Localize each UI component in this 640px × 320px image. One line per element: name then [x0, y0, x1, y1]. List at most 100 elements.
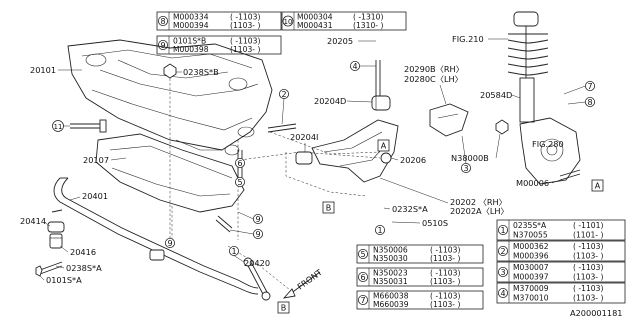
table-3: 3 M030007 ( -1103) M000397 (1103- )	[496, 261, 626, 283]
table-6-number: 6	[360, 273, 365, 282]
ref-box-a-2: A	[591, 179, 604, 192]
bracket-20290	[429, 103, 469, 137]
callout-9-left: 9	[164, 237, 175, 248]
table-1-number: 1	[500, 226, 505, 235]
table-1: 1 0235S*A ( -1101) N370055 (1101- )	[496, 219, 626, 241]
table-2-number: 2	[500, 247, 505, 256]
callout-11: 11	[52, 120, 70, 132]
table-3-part-2: M000397	[513, 273, 549, 282]
callout-9-lower: 9	[229, 228, 263, 239]
label-20206: 20206	[400, 155, 426, 165]
svg-text:1: 1	[231, 247, 236, 256]
label-0238sb: 0238S*B	[183, 67, 219, 77]
label-0510s: 0510S	[422, 218, 448, 228]
table-8-range-1: ( -1103)	[230, 13, 260, 22]
table-5-range-1: ( -1103)	[430, 246, 460, 255]
svg-text:5: 5	[237, 178, 242, 187]
label-fig210: FIG.210	[452, 34, 484, 44]
bolts	[35, 60, 581, 277]
table-8: 8 M000334 ( -1103) M000394 (1103- )	[156, 11, 282, 31]
label-fig280: FIG.280	[532, 139, 564, 149]
callout-3: 3	[460, 135, 471, 173]
table-4-range-1: ( -1103)	[573, 284, 603, 293]
table-10: 10 M000304 ( -1310) M000431 (1310- )	[281, 11, 407, 31]
table-4-number: 4	[500, 289, 505, 298]
table-6-part-1: N350023	[373, 269, 408, 278]
callout-9-upper: 9	[237, 211, 263, 224]
table-2-range-1: ( -1103)	[573, 242, 603, 251]
svg-text:6: 6	[237, 159, 242, 168]
table-5: 5 N350006 ( -1103) N350030 (1103- )	[356, 244, 484, 264]
bushing-20204i	[295, 151, 313, 165]
callout-7: 7	[563, 81, 596, 95]
table-6-range-1: ( -1103)	[430, 269, 460, 278]
label-0101sa: 0101S*A	[46, 275, 82, 285]
table-7-part-2: M660039	[373, 300, 409, 309]
svg-text:A: A	[595, 182, 601, 191]
footer-code: A200001181	[570, 308, 622, 318]
svg-text:3: 3	[463, 164, 468, 173]
label-0232sa: 0232S*A	[392, 204, 428, 214]
table-9-number: 9	[160, 41, 165, 50]
table-10-range-1: ( -1310)	[353, 13, 383, 22]
table-5-number: 5	[360, 250, 365, 259]
table-3-number: 3	[500, 268, 505, 277]
table-10-number: 10	[284, 18, 293, 26]
label-20280c: 20280C〈LH〉	[404, 74, 463, 84]
callouts: 11 2 4 5 6 9 9	[52, 61, 596, 263]
table-3-part-1: M030007	[513, 263, 549, 272]
table-3-range-1: ( -1103)	[573, 263, 603, 272]
svg-text:8: 8	[587, 98, 592, 107]
bushing-20204d	[371, 95, 391, 111]
table-4-part-1: M370009	[513, 284, 549, 293]
table-4-part-2: M370010	[513, 294, 549, 303]
table-5-part-1: N350006	[373, 246, 408, 255]
crossmember-20101	[67, 39, 273, 156]
knuckle-assembly	[495, 117, 581, 185]
table-6-part-2: N350031	[373, 277, 408, 286]
table-7-range-1: ( -1103)	[430, 292, 460, 301]
table-4-range-2: (1103- )	[573, 294, 603, 303]
table-9-part-2: M000398	[173, 45, 209, 54]
table-8-part-1: M000334	[173, 13, 209, 22]
label-20101: 20101	[30, 65, 56, 75]
table-9-range-2: (1103- )	[230, 45, 260, 54]
table-1-range-2: (1101- )	[573, 231, 603, 240]
label-20290b: 20290B〈RH〉	[404, 64, 464, 74]
table-3-range-2: (1103- )	[573, 273, 603, 282]
table-8-part-2: M000394	[173, 21, 209, 30]
table-2: 2 M000362 ( -1103) M000396 (1103- )	[496, 240, 626, 262]
strut-assembly	[507, 11, 549, 123]
svg-text:B: B	[281, 304, 287, 313]
assembly-guides	[169, 74, 381, 291]
label-20584d: 20584D	[480, 90, 512, 100]
svg-text:9: 9	[255, 215, 260, 224]
table-5-part-2: N350030	[373, 254, 408, 263]
svg-text:4: 4	[352, 62, 357, 71]
table-7-range-2: (1103- )	[430, 300, 460, 309]
callout-5: 5	[234, 176, 245, 187]
svg-text:A: A	[381, 142, 387, 151]
table-1-range-1: ( -1101)	[573, 221, 603, 230]
label-20107: 20107	[83, 155, 109, 165]
front-label: FRONT	[295, 267, 324, 292]
ref-box-a-1: A	[377, 139, 390, 152]
support-plate-20107	[95, 133, 245, 213]
svg-text:7: 7	[587, 82, 592, 91]
label-20202: 20202 〈RH〉	[450, 197, 507, 207]
svg-text:9: 9	[167, 239, 172, 248]
svg-text:2: 2	[281, 90, 286, 99]
table-10-part-1: M000304	[297, 13, 333, 22]
svg-text:B: B	[326, 204, 332, 213]
callout-4: 4	[349, 61, 376, 72]
label-n38000b: N38000B	[451, 153, 489, 163]
label-20401: 20401	[82, 191, 108, 201]
stabilizer-bar-20401	[49, 177, 259, 295]
label-m00006: M00006	[516, 178, 549, 188]
table-10-range-2: (1310- )	[353, 21, 383, 30]
svg-text:1: 1	[377, 226, 382, 235]
table-2-part-2: M000396	[513, 252, 549, 261]
table-7-number: 7	[360, 296, 365, 305]
callout-2: 2	[278, 89, 289, 125]
